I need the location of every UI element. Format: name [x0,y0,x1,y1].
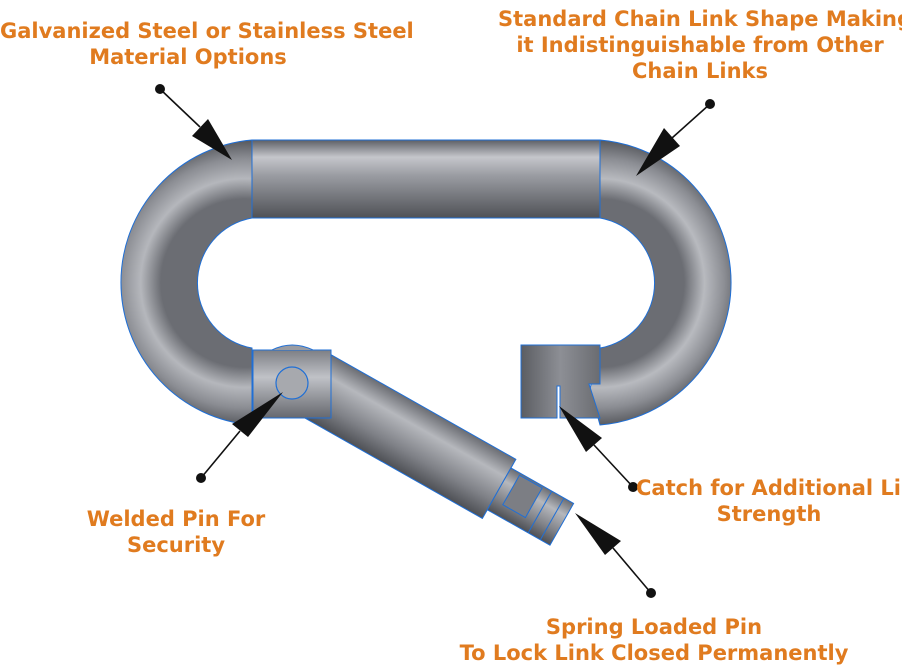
callout-line: it Indistinguishable from Other [516,33,884,57]
welded-pin-head [275,366,309,400]
callout-line: Galvanized Steel or Stainless Steel [0,19,414,43]
right-bend [589,139,732,426]
callout-line: Chain Links [632,59,768,83]
leader-spring [575,513,656,598]
callout-line: Strength [716,502,822,526]
callout-line: Standard Chain Link Shape Making [498,7,902,31]
leader-material [155,84,232,160]
top-bar [251,139,601,219]
leader-catch [559,406,638,492]
spring-bolt [294,352,575,546]
leader-pin [196,392,283,483]
callout-catch: Catch for Additional Link Strength [636,475,902,527]
callout-shape: Standard Chain Link Shape Making it Indi… [498,6,902,84]
callout-line: Spring Loaded Pin [545,615,763,639]
callout-line: To Lock Link Closed Permanently [459,641,849,665]
catch-stub [520,344,601,419]
callout-line: Catch for Additional Link [636,476,902,500]
callout-spring-pin: Spring Loaded Pin To Lock Link Closed Pe… [444,614,864,666]
callout-material: Galvanized Steel or Stainless Steel Mate… [0,18,414,70]
leader-shape [636,99,715,176]
callout-line: Security [126,533,226,557]
callout-line: Welded Pin For [86,507,266,531]
callout-line: Material Options [89,45,287,69]
left-bend [120,139,253,426]
bolt-tip-block [502,474,543,519]
callout-welded-pin: Welded Pin For Security [66,506,286,558]
